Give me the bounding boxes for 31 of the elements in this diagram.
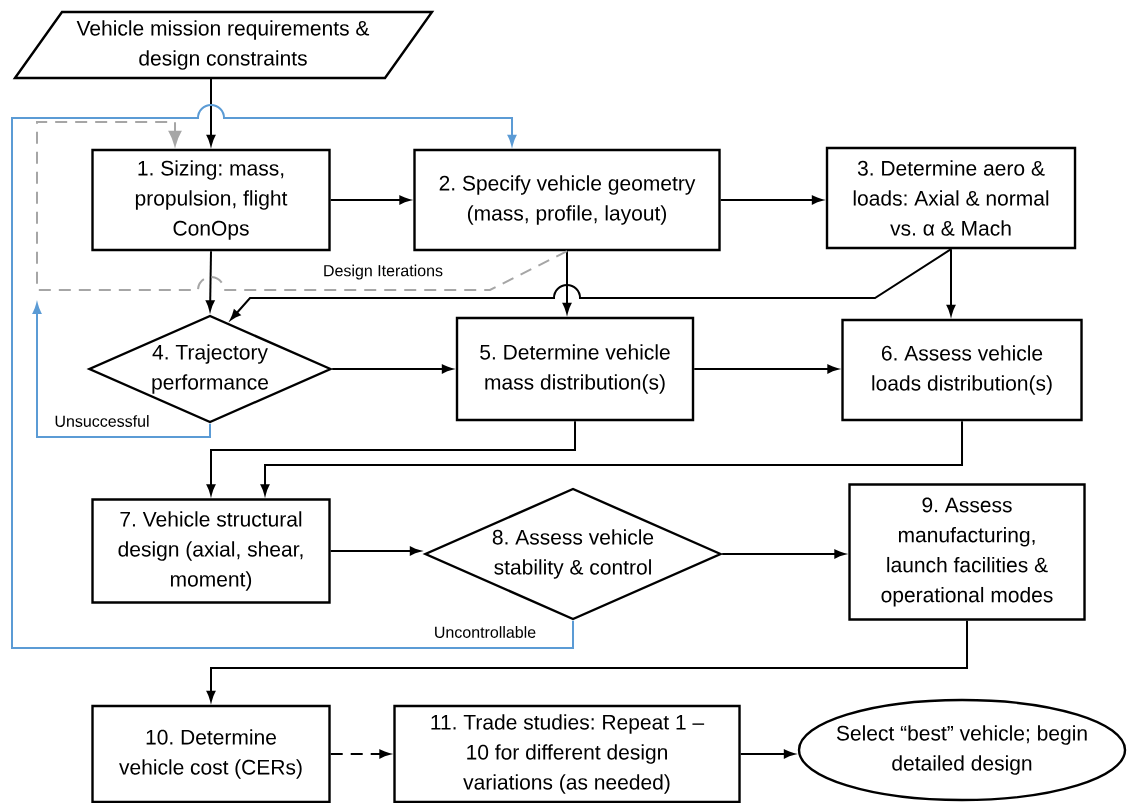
arrow <box>260 420 963 495</box>
edge-label: Uncontrollable <box>435 626 536 638</box>
arrow <box>946 248 956 316</box>
arrow <box>206 77 216 146</box>
arrow <box>11 104 574 649</box>
process-box: 5. Determine vehicle mass distribution(s) <box>455 316 695 422</box>
arrow <box>562 250 572 314</box>
process-box: 7. Vehicle structural design (axial, shear, moment) <box>91 498 331 604</box>
arrow <box>36 121 568 291</box>
arrow <box>331 364 453 374</box>
arrow <box>206 619 968 702</box>
arrow <box>719 195 823 205</box>
process-box: 6. Assess vehicle loads distribution(s) <box>841 318 1083 422</box>
process-box: 9. Assess manufacturing, launch facilities & operational modes <box>848 483 1086 621</box>
arrow <box>205 250 215 311</box>
arrow <box>206 420 576 495</box>
arrow <box>32 303 211 438</box>
arrow <box>739 749 795 759</box>
edge-label: Unsuccessful <box>55 415 149 427</box>
process-box: 11. Trade studies: Repeat 1 – 10 for different design variations (as needed) <box>393 704 741 803</box>
arrow <box>721 549 845 559</box>
edge-label: Design Iterations <box>324 264 443 280</box>
arrow <box>693 364 838 374</box>
process-box: 2. Specify vehicle geometry (mass, profile, layout) <box>413 148 721 252</box>
process-box: 1. Sizing: mass, propulsion, flight ConOps <box>91 148 331 252</box>
process-box: 10. Determine vehicle cost (CERs) <box>91 704 331 803</box>
arrow <box>329 749 390 759</box>
arrow <box>230 248 952 321</box>
process-box: 3. Determine aero & loads: Axial & normal vs. α & Mach <box>825 146 1077 250</box>
arrow <box>329 546 421 556</box>
arrow <box>329 195 410 205</box>
